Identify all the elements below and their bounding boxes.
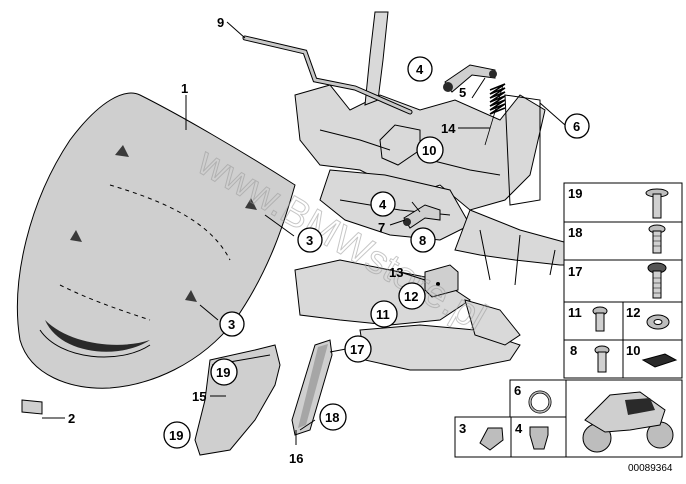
lever [443, 64, 497, 93]
leader-lines [42, 21, 566, 445]
screw-19-icon [645, 188, 669, 219]
callout-6: 6 [573, 119, 580, 134]
callout-15: 15 [192, 389, 206, 404]
grid-18: 18 [568, 225, 582, 240]
clip-6-icon [528, 390, 552, 414]
screw-18-icon [648, 224, 666, 254]
rod [242, 35, 413, 115]
callout-19b: 19 [169, 428, 183, 443]
callout-9: 9 [217, 15, 224, 30]
screw-17-icon [647, 262, 667, 299]
callout-3a: 3 [306, 233, 313, 248]
grid-17: 17 [568, 264, 582, 279]
grid-10: 10 [626, 343, 640, 358]
screw-11-icon [592, 306, 608, 332]
callout-11: 11 [376, 307, 390, 322]
callout-16: 16 [289, 451, 303, 466]
windshield [17, 92, 296, 389]
grid-12: 12 [626, 305, 640, 320]
callouts: 1 2 3 3 4 4 5 6 7 8 9 10 11 12 13 14 15 … [68, 15, 590, 466]
sticker [21, 399, 43, 415]
grid-4: 4 [515, 421, 523, 436]
callout-8: 8 [419, 233, 426, 248]
holder-bracket [294, 11, 611, 371]
grid-3: 3 [459, 421, 466, 436]
grid-11: 11 [568, 305, 582, 320]
callout-2: 2 [68, 411, 75, 426]
trim-strip [291, 339, 333, 436]
hardware-grid: 19 18 17 11 12 8 10 6 3 4 00089364 [454, 182, 683, 474]
callout-7: 7 [378, 220, 385, 235]
pad-10-icon [641, 353, 678, 368]
callout-17: 17 [350, 342, 364, 357]
spring [484, 83, 506, 146]
callout-1: 1 [181, 81, 188, 96]
callout-19a: 19 [216, 365, 230, 380]
callout-12: 12 [404, 289, 418, 304]
callout-4a: 4 [416, 62, 424, 77]
motorcycle-icon [582, 391, 674, 453]
washer-12-icon [646, 314, 670, 330]
grid-6: 6 [514, 383, 521, 398]
callout-4b: 4 [379, 197, 387, 212]
grid-19: 19 [568, 186, 582, 201]
callout-10: 10 [422, 143, 436, 158]
callout-3b: 3 [228, 317, 235, 332]
callout-13: 13 [389, 265, 403, 280]
callout-14: 14 [441, 121, 456, 136]
nut-4-icon [529, 426, 549, 450]
screw-8-icon [594, 345, 610, 373]
callout-5: 5 [459, 85, 466, 100]
grid-8: 8 [570, 343, 577, 358]
image-code: 00089364 [628, 463, 673, 474]
cap-3-icon [479, 427, 504, 451]
relay [424, 264, 459, 298]
callout-18: 18 [325, 410, 339, 425]
side-cover [194, 344, 281, 456]
